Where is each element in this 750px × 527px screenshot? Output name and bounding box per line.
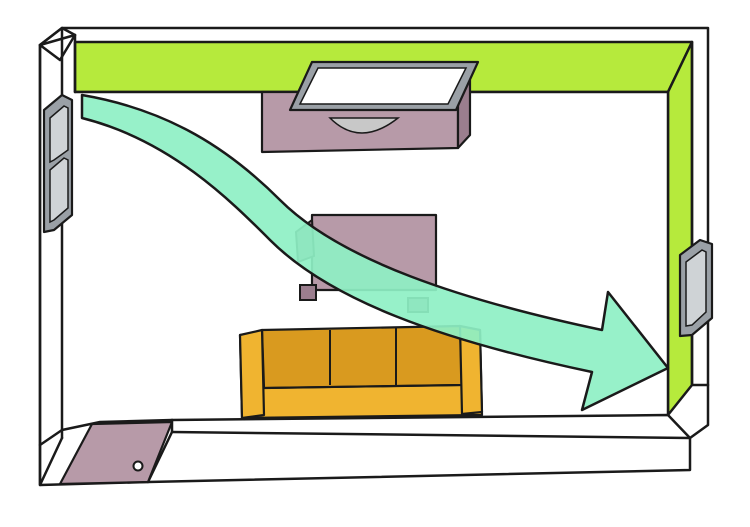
- door-mat: [58, 420, 174, 486]
- air-conditioner: [260, 60, 480, 154]
- ac-screen-glass: [298, 67, 468, 105]
- ac-fan-icon: [328, 117, 401, 134]
- sofa-arm-left: [238, 328, 266, 420]
- sofa-seat-edge: [263, 384, 463, 389]
- bottom-wall-outer-face: [170, 430, 692, 440]
- sofa-back: [260, 324, 464, 390]
- right-wall-outer-edge: [690, 40, 710, 387]
- door-mat-slab: [58, 420, 174, 486]
- window-right: [678, 238, 714, 338]
- left-wall-lower: [38, 418, 174, 447]
- left-wall-top-edge: [38, 33, 77, 47]
- green-wall-right: [666, 40, 694, 417]
- window-left-pane-lower: [49, 157, 69, 224]
- bottom-wall-inner-edge: [170, 413, 692, 440]
- table-leg-left: [299, 284, 317, 301]
- window-right-pane: [685, 249, 707, 327]
- sofa: [238, 324, 484, 420]
- airflow-arrow: [80, 93, 670, 412]
- left-wall-outer: [38, 43, 64, 487]
- door-knob-icon: [132, 460, 144, 472]
- window-left-pane-upper: [49, 105, 69, 164]
- window-left: [42, 93, 74, 234]
